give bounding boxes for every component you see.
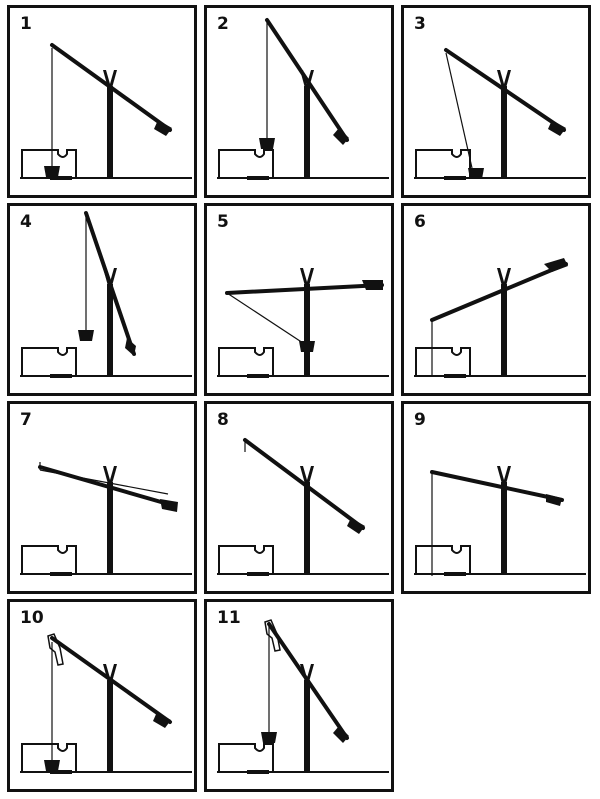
- well-outline: [218, 545, 274, 574]
- upright-post: [501, 284, 507, 376]
- swing-beam: [243, 438, 365, 530]
- post-fork: [103, 70, 117, 88]
- panel-drawing: [20, 211, 192, 378]
- swing-beam: [225, 283, 384, 295]
- counterweight: [153, 712, 171, 728]
- post-fork: [300, 664, 314, 682]
- bucket: [259, 138, 275, 149]
- panel-drawing: [414, 466, 586, 576]
- swing-beam: [265, 18, 349, 142]
- person-figure: [264, 619, 281, 652]
- panel-drawing: [217, 438, 389, 576]
- counterweight: [347, 518, 365, 534]
- panel-number: 7: [20, 410, 32, 430]
- post-fork: [300, 268, 314, 286]
- panel-drawing: [217, 619, 389, 774]
- post-fork: [497, 268, 511, 286]
- panel-4: 4: [7, 203, 197, 396]
- panel-11: 11: [204, 599, 394, 792]
- counterweight: [362, 280, 383, 290]
- panel-7: 7: [7, 401, 197, 594]
- bucket: [468, 168, 484, 179]
- well-outline: [415, 149, 471, 178]
- well-outline: [218, 347, 274, 376]
- panel-number: 6: [414, 212, 426, 232]
- post-fork: [497, 466, 511, 484]
- upright-post: [304, 86, 310, 178]
- upright-post: [107, 482, 113, 574]
- swing-beam: [84, 211, 136, 356]
- well-outline: [21, 743, 77, 772]
- counterweight: [333, 128, 349, 145]
- panel-drawing: [414, 258, 586, 378]
- panel-drawing: [414, 48, 586, 180]
- panel-drawing: [217, 268, 389, 378]
- panel-number: 9: [414, 410, 426, 430]
- swing-beam: [267, 622, 349, 740]
- upright-post: [304, 284, 310, 376]
- upright-post: [501, 86, 507, 178]
- post-fork: [300, 466, 314, 484]
- panel-number: 10: [20, 608, 44, 628]
- upright-post: [304, 482, 310, 574]
- bucket: [44, 166, 60, 177]
- well-outline: [218, 743, 274, 772]
- counterweight: [333, 726, 349, 743]
- upright-post: [107, 86, 113, 178]
- bucket: [299, 341, 315, 352]
- well-outline: [415, 347, 471, 376]
- panel-2: 2: [204, 5, 394, 198]
- panel-number: 2: [217, 14, 229, 34]
- counterweight: [125, 338, 136, 356]
- panel-number: 5: [217, 212, 229, 232]
- post-fork: [103, 466, 117, 484]
- well-outline: [21, 545, 77, 574]
- post-fork: [497, 70, 511, 88]
- panel-9: 9: [401, 401, 591, 594]
- upright-post: [107, 680, 113, 772]
- panel-number: 11: [217, 608, 241, 628]
- panel-8: 8: [204, 401, 394, 594]
- well-outline: [21, 149, 77, 178]
- panel-drawing: [217, 18, 389, 180]
- panel-number: 3: [414, 14, 426, 34]
- well-outline: [415, 545, 471, 574]
- panel-drawing: [20, 633, 192, 774]
- counterweight: [544, 258, 568, 272]
- upright-post: [501, 482, 507, 574]
- panel-3: 3: [401, 5, 591, 198]
- upright-post: [304, 680, 310, 772]
- swing-beam: [444, 48, 566, 132]
- panel-10: 10: [7, 599, 197, 792]
- panel-5: 5: [204, 203, 394, 396]
- swing-beam: [38, 465, 170, 506]
- swing-beam: [430, 470, 564, 502]
- rope: [445, 52, 473, 169]
- panel-drawing: [20, 43, 192, 180]
- panel-6: 6: [401, 203, 591, 396]
- swing-beam: [50, 43, 172, 132]
- bucket: [261, 732, 277, 743]
- person-figure: [47, 633, 64, 666]
- counterweight: [546, 494, 562, 506]
- panel-number: 8: [217, 410, 229, 430]
- swing-beam: [50, 636, 172, 724]
- panel-number: 1: [20, 14, 32, 34]
- bucket: [44, 760, 60, 771]
- panel-1: 1: [7, 5, 197, 198]
- bucket: [78, 330, 94, 341]
- panel-drawing: [20, 462, 192, 576]
- post-fork: [103, 664, 117, 682]
- well-outline: [21, 347, 77, 376]
- counterweight: [154, 120, 172, 136]
- swing-beam: [430, 262, 568, 322]
- counterweight: [160, 499, 178, 512]
- upright-post: [107, 284, 113, 376]
- panel-number: 4: [20, 212, 32, 232]
- counterweight: [548, 120, 566, 136]
- well-outline: [218, 149, 274, 178]
- rope: [226, 292, 304, 344]
